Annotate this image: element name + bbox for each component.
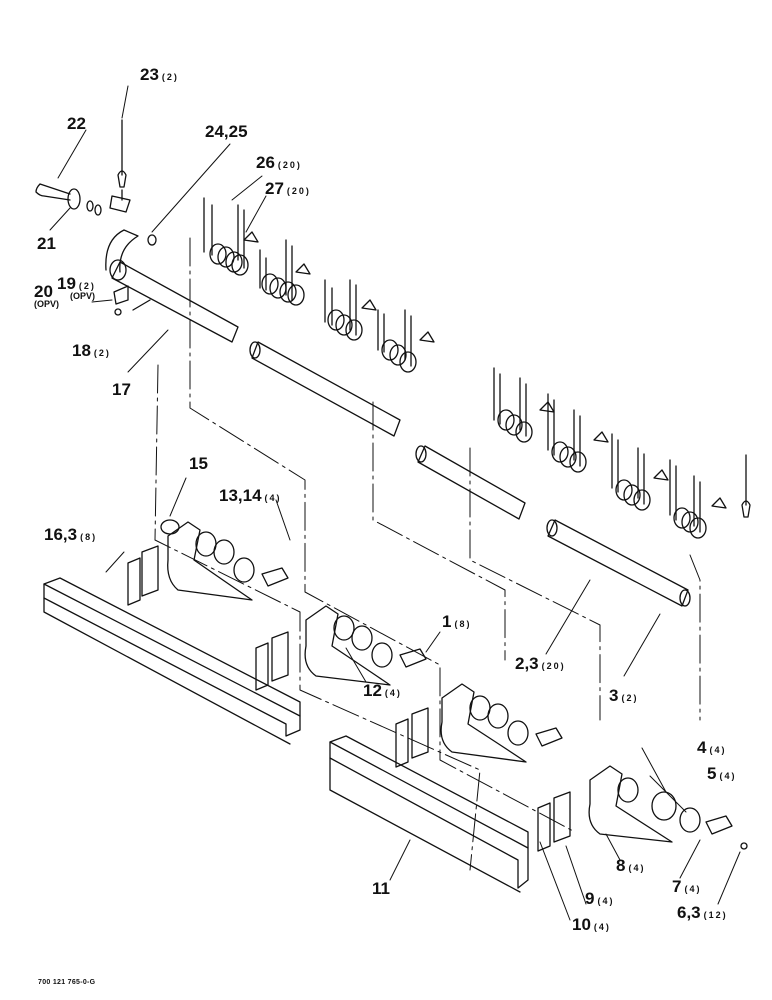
callout-24-25: 24,25 xyxy=(205,122,248,141)
callout-17: 17 xyxy=(112,380,131,399)
callout-19-opv: (OPV) xyxy=(70,291,96,301)
callout-20-opv: (OPV) xyxy=(34,299,60,309)
assembly-centerline xyxy=(154,237,701,871)
document-number: 700 121 765-0-G xyxy=(38,979,96,986)
callout-21: 21 xyxy=(37,234,56,253)
callout-4: 4(4) xyxy=(697,738,727,757)
callout-9: 9(4) xyxy=(585,889,615,908)
callout-3: 3(2) xyxy=(609,686,639,705)
callout-16-3: 16,3(8) xyxy=(44,525,98,544)
callout-22: 22 xyxy=(67,114,86,133)
callout-1: 1(8) xyxy=(442,612,472,631)
callout-27: 27(20) xyxy=(265,179,311,198)
bracket-assembly-2 xyxy=(255,605,427,691)
callout-2-3: 2,3(20) xyxy=(515,654,566,673)
callout-26: 26(20) xyxy=(256,153,302,172)
leader-lines xyxy=(49,85,741,921)
callout-15: 15 xyxy=(189,454,208,473)
callout-13-14: 13,14(4) xyxy=(219,486,282,505)
callout-19: 19(2) xyxy=(57,274,96,293)
channel-rail-right xyxy=(329,735,529,893)
bracket-assembly-1 xyxy=(127,519,289,606)
callout-18: 18(2) xyxy=(72,341,111,360)
callout-8: 8(4) xyxy=(616,856,646,875)
bracket-assembly-3 xyxy=(395,683,563,768)
callout-7: 7(4) xyxy=(672,877,702,896)
callout-10: 10(4) xyxy=(572,915,611,934)
callout-11: 11 xyxy=(372,879,390,898)
callout-23: 23(2) xyxy=(140,65,179,84)
callout-5: 5(4) xyxy=(707,764,737,783)
bracket-assembly-4 xyxy=(537,765,748,852)
channel-rail-left xyxy=(43,577,301,745)
callout-6-3: 6,3(12) xyxy=(677,903,728,922)
coil-tines xyxy=(203,197,751,539)
callout-12: 12(4) xyxy=(363,681,402,700)
callout-20: 20 xyxy=(34,282,53,301)
tube-end-hardware xyxy=(35,119,157,316)
tine-tube-shaft xyxy=(109,259,691,607)
